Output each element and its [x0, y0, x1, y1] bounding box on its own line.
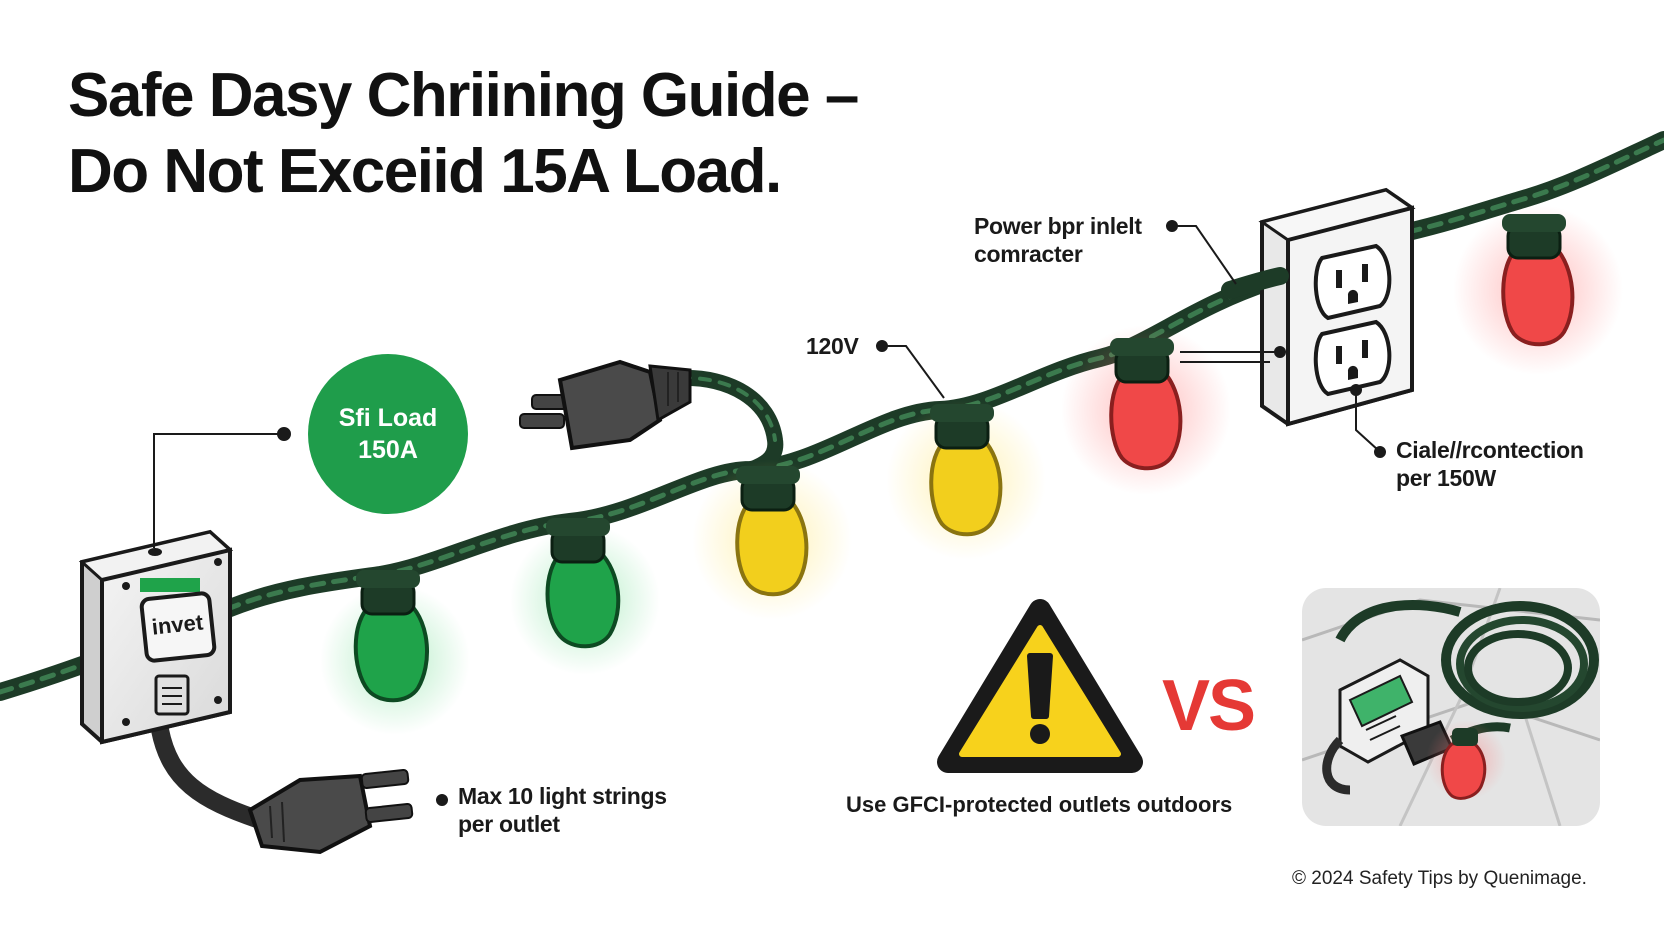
controller-box: invet: [78, 529, 234, 745]
max-strings-line-1: Max 10 light strings: [458, 783, 667, 809]
voltage-label: 120V: [806, 333, 859, 359]
leader-lines: [153, 220, 1386, 806]
power-inlet-line-2: comracter: [974, 241, 1083, 267]
footer-credit: © 2024 Safety Tips by Quenimage.: [1292, 868, 1587, 889]
gfci-caption: Use GFCI-protected outlets outdoors: [846, 792, 1233, 817]
connection-line-1: Ciale//rcontection: [1396, 437, 1584, 463]
wall-outlet: [1258, 187, 1416, 427]
bulb-green-2: [510, 518, 660, 675]
title-line-1: Safe Dasy Chriining Guide –: [68, 61, 859, 130]
top-plug-icon: [519, 359, 692, 451]
vs-label: VS: [1162, 666, 1256, 746]
bulb-red-2: [1453, 205, 1623, 375]
bulb-yellow-1: [692, 460, 852, 620]
bottom-plug-icon: [247, 769, 414, 855]
max-strings-line-2: per outlet: [458, 811, 560, 837]
load-badge-text: Sfi Load 150A: [308, 402, 468, 466]
connection-line-2: per 150W: [1396, 465, 1496, 491]
bulb-red-1: [1061, 325, 1231, 495]
load-badge-line-2: 150A: [358, 436, 418, 464]
max-strings-label: Max 10 light strings per outlet: [458, 782, 667, 838]
page-title: Safe Dasy Chriining Guide – Do Not Excei…: [68, 58, 859, 210]
load-badge-line-1: Sfi Load: [338, 404, 438, 432]
box-label: invet: [151, 609, 205, 639]
bulb-yellow-2: [886, 400, 1046, 560]
warning-triangle-icon: [937, 599, 1143, 773]
title-line-2: Do Not Exceiid 15A Load.: [68, 137, 782, 206]
load-badge: [308, 354, 468, 514]
power-inlet-label: Power bpr inlelt comracter: [974, 212, 1142, 268]
connection-label: Ciale//rcontection per 150W: [1396, 436, 1584, 492]
photo-panel: [1302, 588, 1600, 826]
bulb-green-1: [320, 570, 470, 735]
power-inlet-line-1: Power bpr inlelt: [974, 213, 1142, 239]
